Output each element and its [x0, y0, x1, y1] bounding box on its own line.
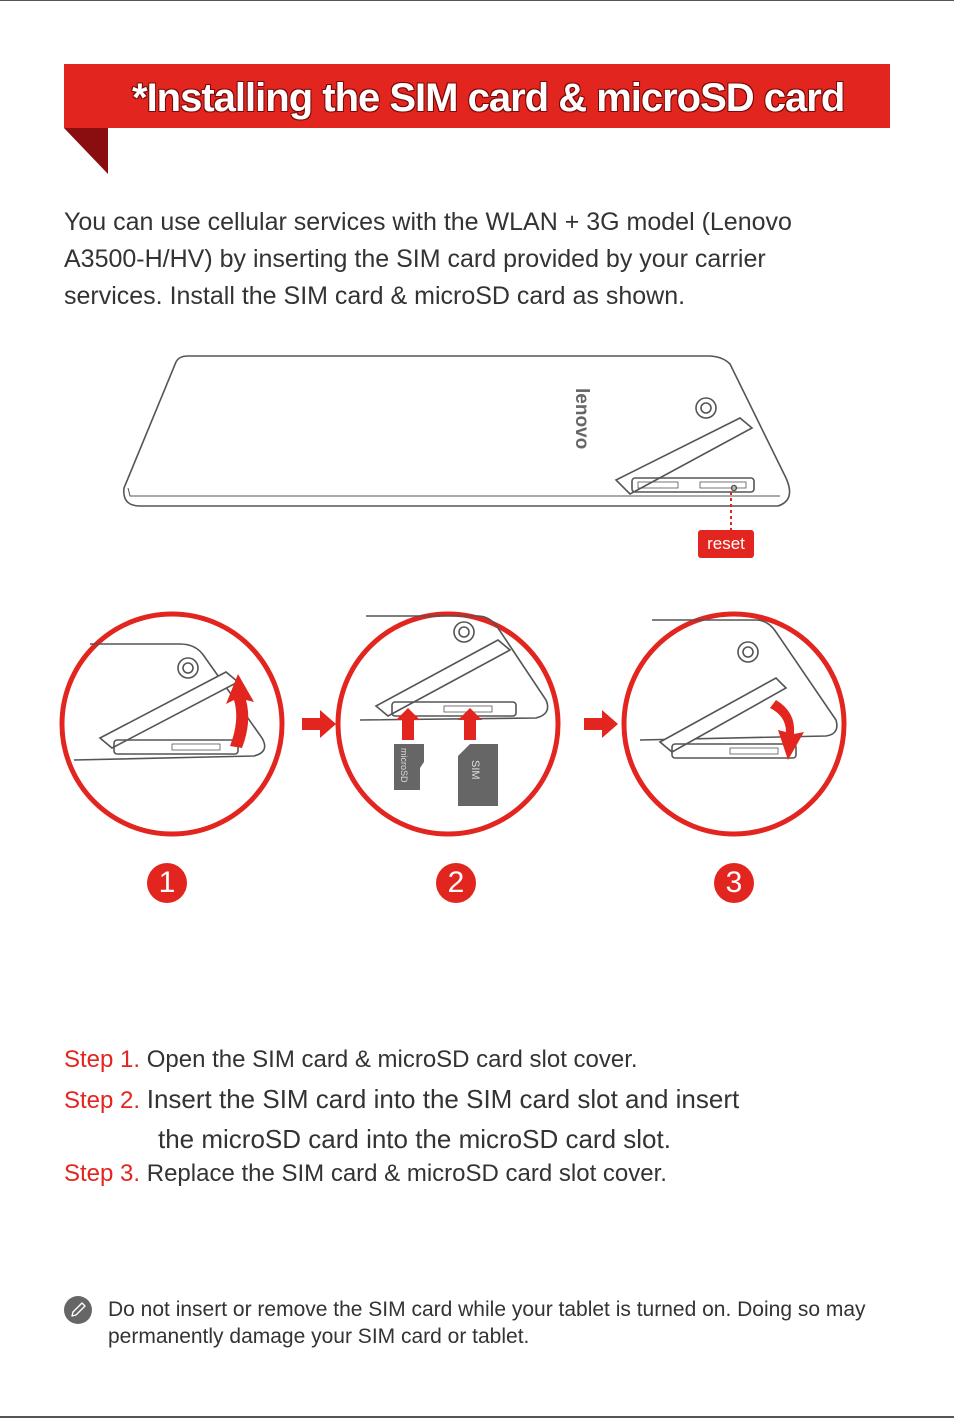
bottom-rule	[0, 1416, 954, 1418]
page-title: *Installing the SIM card & microSD card	[132, 76, 845, 120]
pencil-icon	[64, 1296, 92, 1324]
step-number-2: 2	[436, 863, 476, 903]
detail-circle-1	[59, 611, 285, 837]
detail-circle-2	[335, 611, 561, 837]
step-1-label: Step 1.	[64, 1046, 141, 1073]
step-2-continuation: the microSD card into the microSD card s…	[158, 1124, 671, 1154]
sim-card	[458, 744, 498, 806]
slot-cover-open	[614, 417, 754, 495]
installation-illustration: lenovo microSD SIM	[59, 355, 847, 837]
step-number-3: 3	[714, 863, 754, 903]
step-1: Step 1. Open the SIM card & microSD card…	[64, 1046, 638, 1074]
reset-label: reset	[698, 530, 754, 558]
sim-card-label: SIM	[469, 760, 481, 780]
microsd-card-label: microSD	[399, 748, 409, 783]
detail-circle-3	[621, 611, 847, 837]
step-2-text: Insert the SIM card into the SIM card sl…	[146, 1084, 740, 1114]
microsd-card	[394, 744, 424, 790]
top-rule	[0, 0, 954, 1]
step-3-label: Step 3.	[64, 1160, 141, 1187]
arrow-right-icon	[302, 710, 336, 738]
insert-arrow-icon	[396, 708, 420, 740]
step-3-text: Replace the SIM card & microSD card slot…	[146, 1160, 667, 1187]
banner-fold	[64, 128, 108, 174]
lenovo-logo: lenovo	[571, 388, 592, 449]
open-arrow-icon	[226, 674, 254, 748]
insert-arrow-icon	[458, 708, 482, 740]
intro-paragraph: You can use cellular services with the W…	[64, 208, 792, 310]
step-1-text: Open the SIM card & microSD card slot co…	[146, 1046, 638, 1073]
step-2-label: Step 2.	[64, 1087, 141, 1114]
arrow-right-icon	[584, 710, 618, 738]
step-2: Step 2. Insert the SIM card into the SIM…	[64, 1084, 739, 1115]
step-3: Step 3. Replace the SIM card & microSD c…	[64, 1160, 667, 1188]
step-number-1: 1	[147, 863, 187, 903]
reset-hole	[730, 484, 738, 492]
close-arrow-icon	[770, 700, 804, 760]
title-banner	[64, 64, 890, 128]
caution-note: Do not insert or remove the SIM card whi…	[108, 1298, 866, 1348]
tablet-overview	[123, 355, 791, 507]
